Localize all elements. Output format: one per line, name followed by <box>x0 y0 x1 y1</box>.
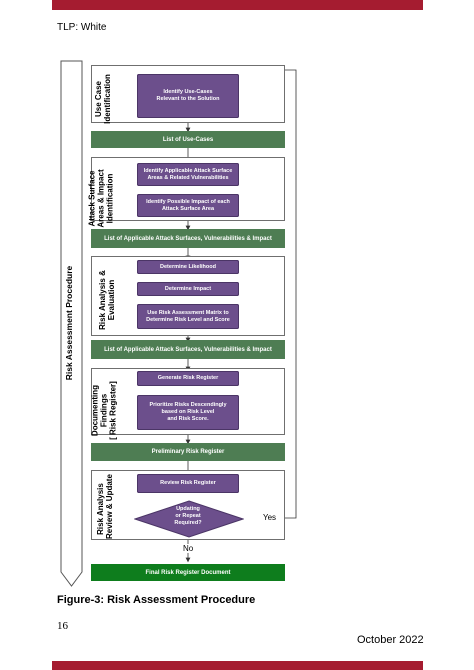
phase-label-review: Risk Analysis Review & Update <box>96 474 114 539</box>
final-risk-register-document: Final Risk Register Document <box>91 564 285 581</box>
figure-caption: Figure-3: Risk Assessment Procedure <box>57 594 256 606</box>
output-attack-surfaces-list-2: List of Applicable Attack Surfaces, Vuln… <box>91 340 285 359</box>
phase-label-documenting: Documenting Findings [ Risk Register] <box>90 381 118 440</box>
footer-date: October 2022 <box>357 634 424 646</box>
decision-label: Updating or Repeat Required? <box>174 506 202 526</box>
decision-diamond <box>134 500 244 538</box>
phase-label-risk-analysis: Risk Analysis & Evaluation <box>98 270 116 330</box>
step-use-risk-matrix: Use Risk Assessment Matrix to Determine … <box>137 304 239 329</box>
step-identify-use-cases: Identify Use-Cases Relevant to the Solut… <box>137 74 239 118</box>
step-determine-likelihood: Determine Likelihood <box>137 260 239 274</box>
step-generate-risk-register: Generate Risk Register <box>137 371 239 386</box>
header-accent-bar <box>52 0 423 10</box>
phase-label-use-case: Use Case Identification <box>94 74 112 124</box>
footer-accent-bar <box>52 661 423 670</box>
no-label: No <box>182 544 195 553</box>
step-review-risk-register: Review Risk Register <box>137 474 239 493</box>
step-identify-possible-impact: Identify Possible Impact of each Attack … <box>137 194 239 217</box>
output-preliminary-risk-register: Preliminary Risk Register <box>91 443 285 461</box>
step-prioritize-risks: Prioritize Risks Descendingly based on R… <box>137 395 239 430</box>
page-number: 16 <box>57 620 68 632</box>
phase-label-attack-surface: Attack Surface Areas & Impact Identifica… <box>87 169 115 228</box>
step-determine-impact: Determine Impact <box>137 282 239 296</box>
output-attack-surfaces-list-1: List of Applicable Attack Surfaces, Vuln… <box>91 229 285 248</box>
tlp-label: TLP: White <box>57 22 107 33</box>
procedure-arrow-shape <box>60 60 83 587</box>
yes-label: Yes <box>261 513 279 522</box>
output-list-of-use-cases: List of Use-Cases <box>91 131 285 148</box>
step-identify-attack-surface-areas: Identify Applicable Attack Surface Areas… <box>137 163 239 186</box>
